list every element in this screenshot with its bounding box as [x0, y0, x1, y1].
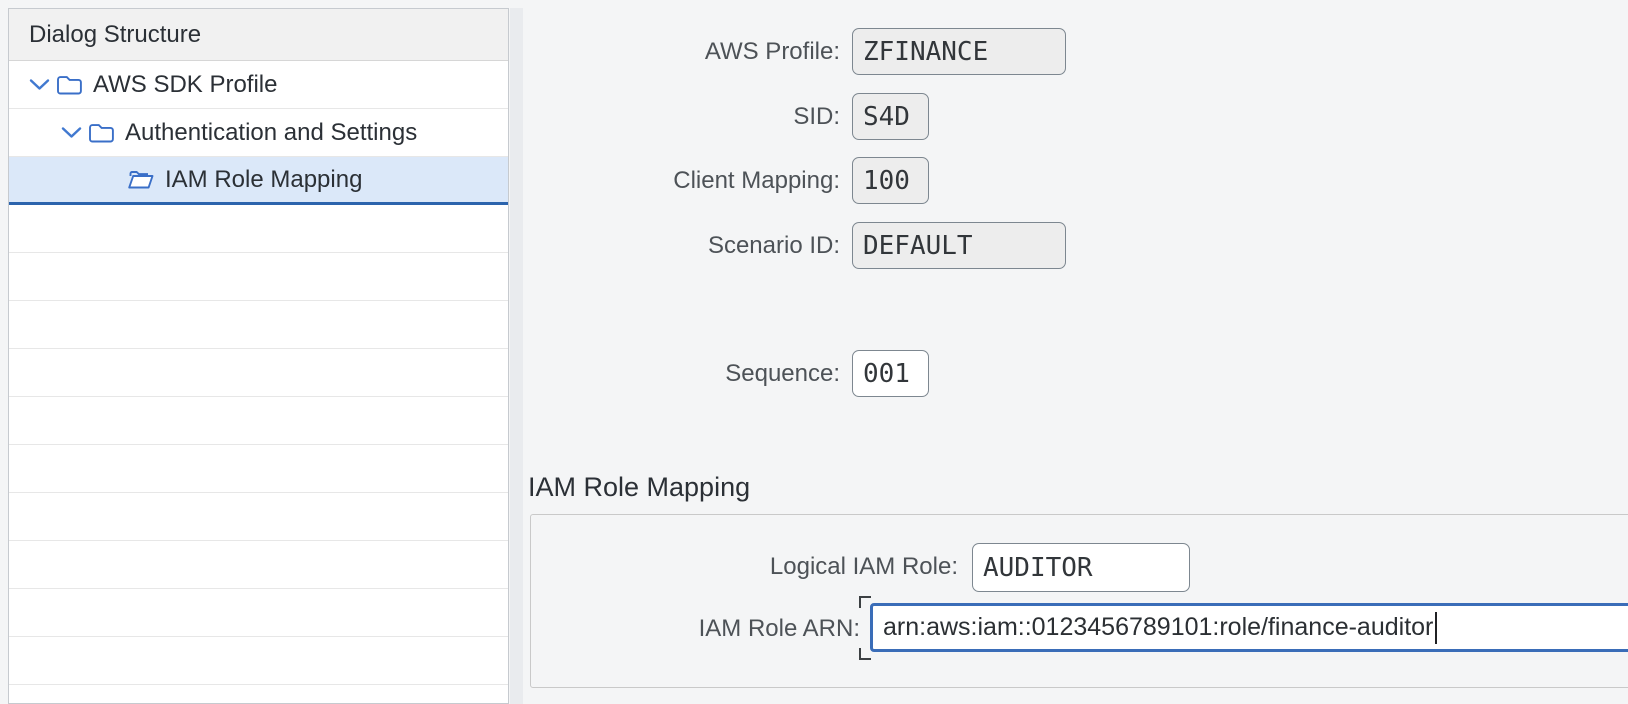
- tree-empty-row: [9, 205, 508, 253]
- aws-profile-field[interactable]: ZFINANCE: [852, 28, 1066, 75]
- chevron-down-icon[interactable]: [61, 126, 82, 139]
- panel-splitter[interactable]: [510, 8, 523, 704]
- iam-role-mapping-group-box: [530, 514, 1628, 688]
- folder-icon: [88, 122, 115, 144]
- iam-role-arn-value: arn:aws:iam::0123456789101:role/finance-…: [883, 613, 1434, 641]
- tree-item-authentication-and-settings[interactable]: Authentication and Settings: [9, 109, 508, 157]
- focus-bracket-top-left: [859, 596, 871, 608]
- folder-icon: [56, 74, 83, 96]
- dialog-structure-title: Dialog Structure: [9, 9, 508, 61]
- logical-iam-role-label: Logical IAM Role:: [769, 552, 958, 580]
- tree-empty-row: [9, 541, 508, 589]
- tree-empty-row: [9, 301, 508, 349]
- sequence-field[interactable]: 001: [852, 350, 929, 397]
- chevron-down-icon[interactable]: [29, 78, 50, 91]
- tree-empty-row: [9, 445, 508, 493]
- sid-label: SID:: [793, 102, 840, 130]
- tree-item-label: IAM Role Mapping: [165, 165, 363, 193]
- iam-role-arn-label: IAM Role ARN:: [698, 614, 860, 642]
- open-folder-icon: [126, 168, 155, 191]
- tree-empty-row: [9, 253, 508, 301]
- focus-bracket-bottom-left: [859, 648, 871, 660]
- text-caret: [1435, 611, 1438, 644]
- logical-iam-role-field[interactable]: AUDITOR: [972, 543, 1190, 592]
- tree-empty-row: [9, 397, 508, 445]
- tree-item-label: AWS SDK Profile: [93, 70, 278, 98]
- tree-item-aws-sdk-profile[interactable]: AWS SDK Profile: [9, 61, 508, 109]
- iam-role-arn-field[interactable]: arn:aws:iam::0123456789101:role/finance-…: [870, 603, 1628, 652]
- dialog-structure-panel: Dialog Structure AWS SDK Profile Authent…: [8, 8, 509, 704]
- client-mapping-field[interactable]: 100: [852, 157, 929, 204]
- tree-item-iam-role-mapping-selected[interactable]: IAM Role Mapping: [9, 157, 508, 205]
- tree-empty-row: [9, 493, 508, 541]
- tree-empty-row: [9, 637, 508, 685]
- iam-role-mapping-section-title: IAM Role Mapping: [528, 472, 751, 502]
- client-mapping-label: Client Mapping:: [673, 166, 840, 194]
- tree-empty-row: [9, 685, 508, 703]
- scenario-id-field[interactable]: DEFAULT: [852, 222, 1066, 269]
- tree-empty-row: [9, 349, 508, 397]
- sid-field[interactable]: S4D: [852, 93, 929, 140]
- scenario-id-label: Scenario ID:: [707, 231, 840, 259]
- tree-empty-row: [9, 589, 508, 637]
- aws-profile-label: AWS Profile:: [704, 37, 840, 65]
- tree-item-label: Authentication and Settings: [125, 118, 418, 146]
- sequence-label: Sequence:: [725, 359, 840, 387]
